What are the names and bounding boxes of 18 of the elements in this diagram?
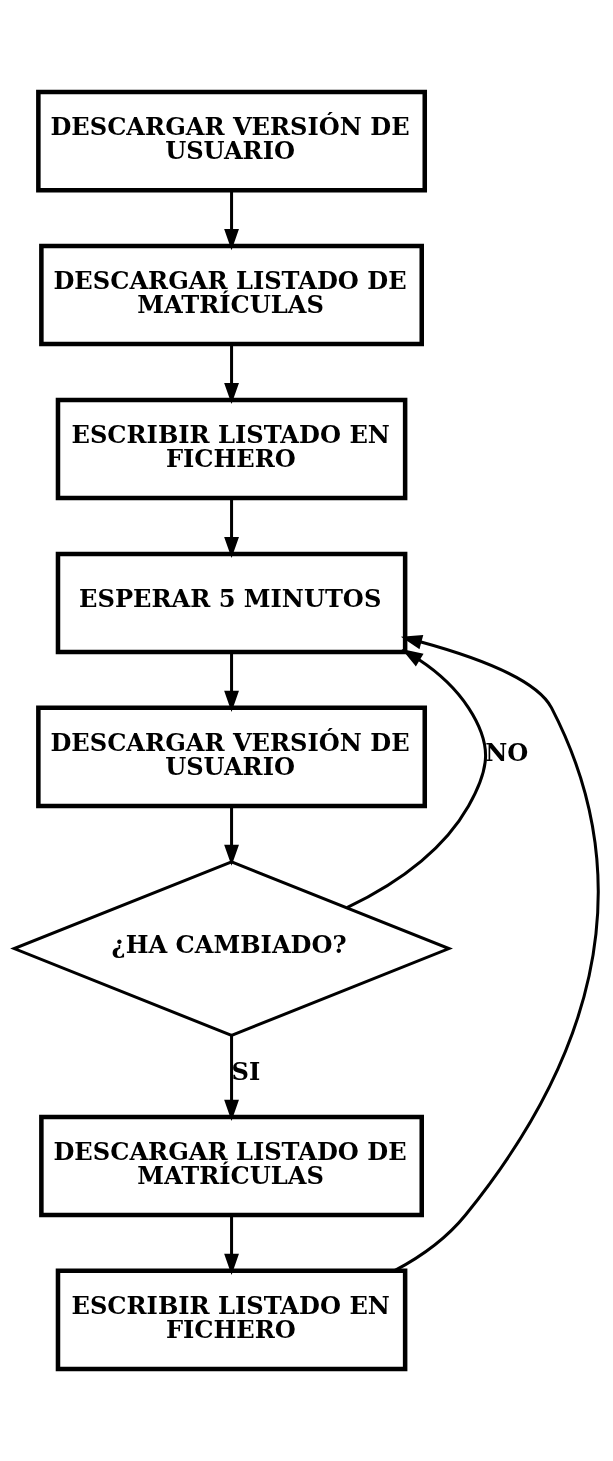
node-box: DESCARGAR LISTADO DE MATRÍCULAS — [39, 1114, 424, 1218]
node-diamond: ¿HA CAMBIADO? — [10, 860, 453, 1037]
arrow — [224, 806, 239, 866]
arrow — [393, 634, 600, 1272]
node-box: ESCRIBIR LISTADO EN FICHERO — [55, 1268, 408, 1372]
arrow — [224, 1215, 239, 1275]
edge-label: SI — [231, 1057, 261, 1087]
node-box: DESCARGAR LISTADO DE MATRÍCULAS — [39, 243, 424, 347]
arrow — [224, 190, 239, 251]
arrow — [224, 1035, 239, 1121]
node-box: DESCARGAR VERSIÓN DE USUARIO — [36, 705, 428, 809]
node-box: ESPERAR 5 MINUTOS — [55, 551, 408, 655]
arrow — [224, 498, 239, 559]
arrow — [224, 344, 239, 405]
node-box: ESCRIBIR LISTADO EN FICHERO — [55, 397, 408, 501]
node-box: DESCARGAR VERSIÓN DE USUARIO — [36, 89, 428, 193]
arrow — [346, 649, 487, 909]
arrow — [224, 652, 239, 712]
